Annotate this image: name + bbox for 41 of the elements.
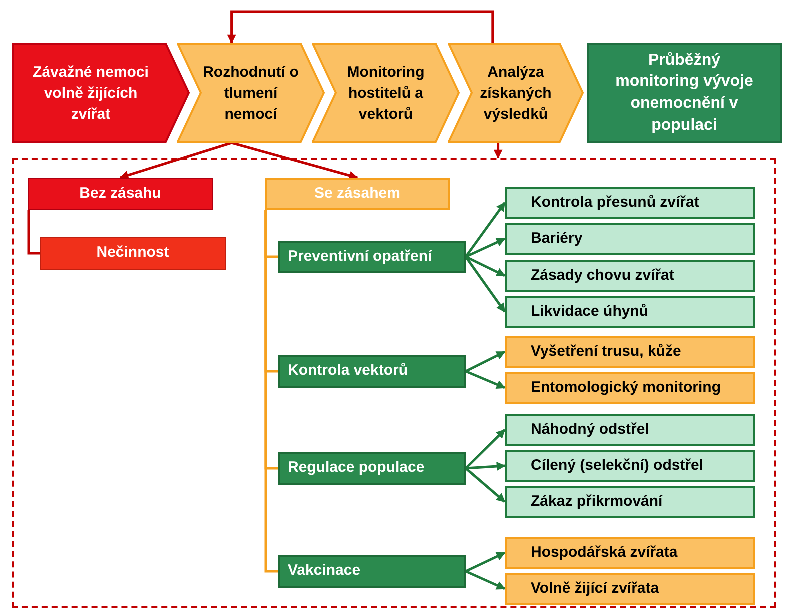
process-box: Kontrola vektorů xyxy=(278,355,466,388)
arrow xyxy=(464,256,506,313)
arrow xyxy=(227,10,494,44)
arrow xyxy=(465,429,506,470)
process-box: Vakcinace xyxy=(278,555,466,588)
process-box: Entomologický monitoring xyxy=(505,372,755,404)
arrow xyxy=(465,468,506,503)
arrow xyxy=(465,350,506,373)
chevron-step: Analýza získaných výsledků xyxy=(448,43,584,143)
process-box: Bariéry xyxy=(505,223,755,255)
process-box: Zásady chovu zvířat xyxy=(505,260,755,292)
chevron-step: Monitoring hostitelů a vektorů xyxy=(312,43,460,143)
connector-line xyxy=(264,210,278,573)
arrow xyxy=(231,142,358,180)
arrow xyxy=(465,552,506,573)
process-box: Se zásahem xyxy=(265,178,450,210)
process-box: Vyšetření trusu, kůže xyxy=(505,336,755,368)
connector-line xyxy=(28,210,40,255)
process-box: Kontrola přesunů zvířat xyxy=(505,187,755,219)
arrow xyxy=(465,238,506,258)
process-box: Zákaz přikrmování xyxy=(505,486,755,518)
arrow xyxy=(464,202,506,258)
arrow xyxy=(465,256,506,278)
arrow xyxy=(494,143,503,159)
process-box: Nečinnost xyxy=(40,237,226,270)
process-box: Preventivní opatření xyxy=(278,241,466,273)
process-box: Likvidace úhynů xyxy=(505,296,755,328)
arrow xyxy=(466,370,506,390)
arrow xyxy=(120,142,232,180)
pentagon-step: Závažné nemoci volně žijících zvířat xyxy=(12,43,190,143)
process-box: Regulace populace xyxy=(278,452,466,485)
arrow xyxy=(466,462,506,471)
process-box: Bez zásahu xyxy=(28,178,213,210)
dashed-frame xyxy=(12,158,776,608)
process-box: Volně žijící zvířata xyxy=(505,573,755,605)
process-box: Hospodářská zvířata xyxy=(505,537,755,569)
process-box: Průběžný monitoring vývoje onemocnění v populaci xyxy=(587,43,782,143)
process-box: Cílený (selekční) odstřel xyxy=(505,450,755,482)
chevron-step: Rozhodnutí o tlumení nemocí xyxy=(177,43,325,143)
process-box: Náhodný odstřel xyxy=(505,414,755,446)
arrow xyxy=(465,570,506,590)
